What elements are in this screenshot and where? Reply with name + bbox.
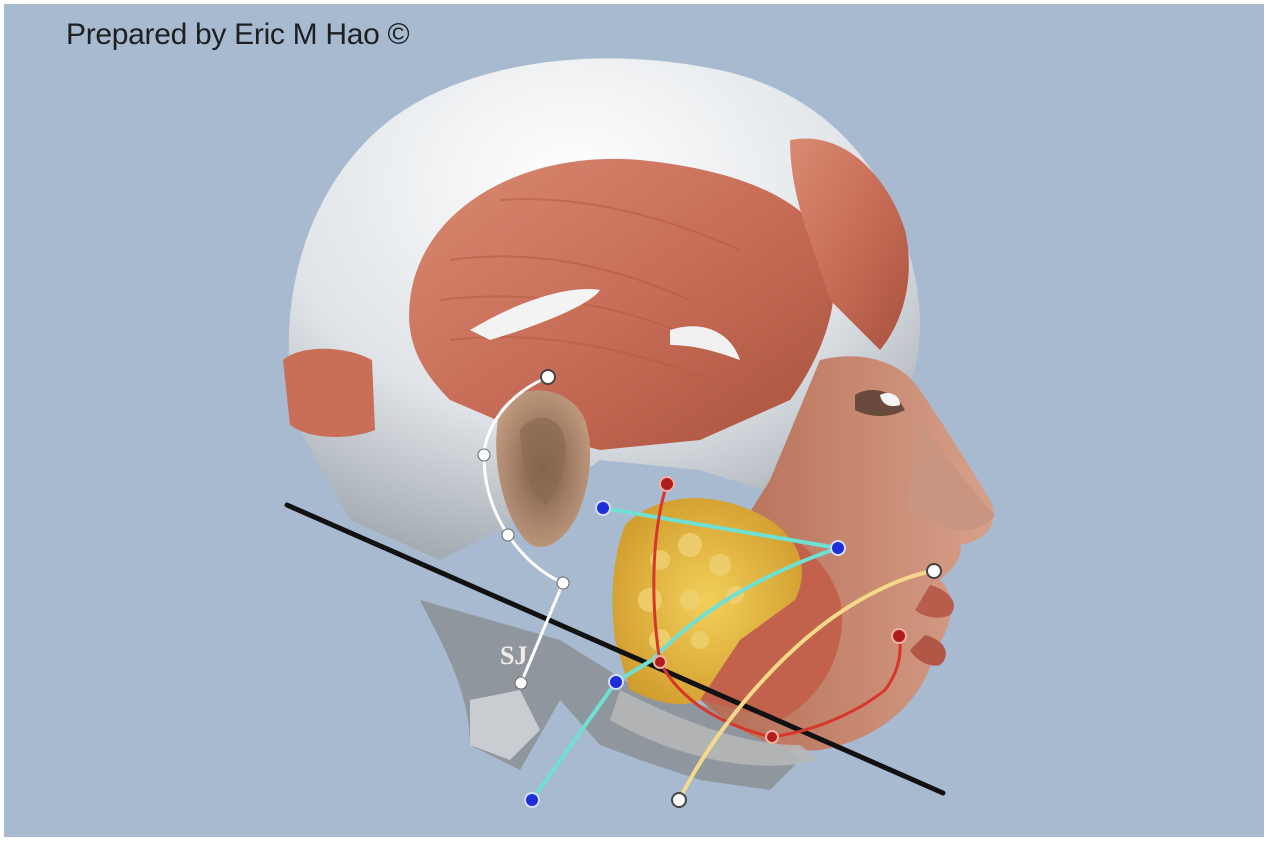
- white-node: [515, 677, 527, 689]
- white-node: [478, 449, 490, 461]
- blue-nodes: [525, 501, 845, 807]
- white-node: [502, 529, 514, 541]
- blue-node: [525, 793, 539, 807]
- sj-label: SJ: [500, 641, 527, 670]
- white-node: [541, 370, 555, 384]
- white-node: [927, 564, 941, 578]
- red-node: [766, 731, 778, 743]
- white-node: [557, 577, 569, 589]
- red-node: [892, 629, 906, 643]
- cyan-line-middle: [652, 548, 838, 660]
- blue-node: [596, 501, 610, 515]
- cyan-line-upper: [603, 508, 838, 548]
- white-nodes: [478, 370, 941, 807]
- white-node: [672, 793, 686, 807]
- credit-text: Prepared by Eric M Hao ©: [66, 18, 409, 52]
- blue-node: [831, 541, 845, 555]
- red-node: [654, 656, 666, 668]
- white-curve-ear: [484, 377, 563, 583]
- cyan-line-lower: [532, 660, 652, 800]
- red-node: [660, 477, 674, 491]
- blue-node: [609, 675, 623, 689]
